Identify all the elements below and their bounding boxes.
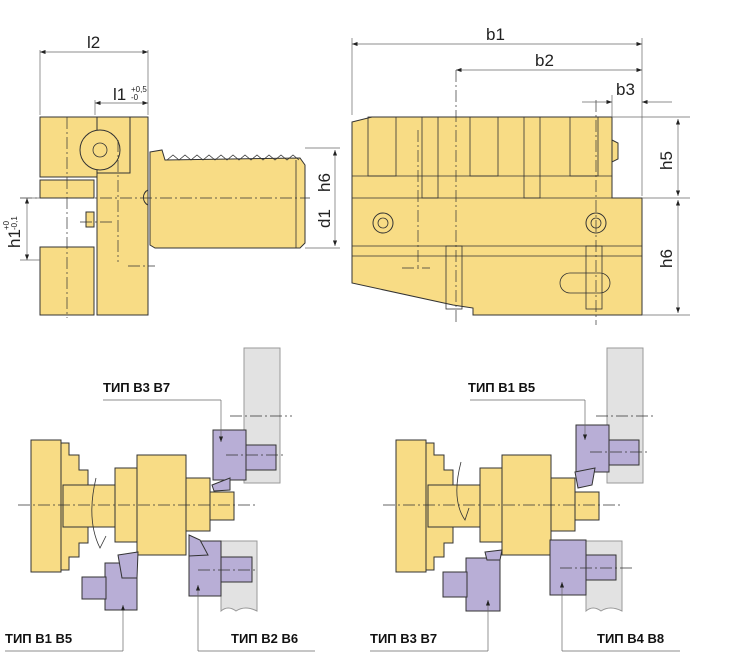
dim-l1: l1 [113, 85, 126, 104]
dim-b3: b3 [616, 80, 635, 99]
side-view: l2 l1 +0,5 -0 h1 +0 -0,1 h6 d1 [2, 33, 340, 318]
label-bottom-left: ТИП B3 B7 [370, 631, 437, 646]
dim-l2: l2 [87, 33, 100, 52]
label-top: ТИП B3 B7 [103, 380, 170, 395]
h1-tol-upper: +0 [2, 220, 11, 230]
l1-tol-upper: +0,5 [131, 85, 147, 94]
dim-b2: b2 [535, 51, 554, 70]
shank [149, 149, 306, 249]
dim-h5: h5 [657, 151, 676, 170]
front-view: b1 b2 b3 h5 h6 [351, 25, 690, 325]
setup-left: ТИП B3 B7 ТИП B1 B5 ТИП B2 B6 [5, 347, 315, 652]
label-top: ТИП B1 B5 [468, 380, 535, 395]
label-bottom-right: ТИП B4 B8 [597, 631, 664, 646]
label-bottom-left: ТИП B1 B5 [5, 631, 72, 646]
setup-right: ТИП B1 B5 ТИП B3 B7 ТИП B4 B8 [370, 347, 680, 652]
dim-h1: h1 [5, 229, 24, 248]
dim-h6-front: h6 [657, 249, 676, 268]
dim-d1: d1 [315, 209, 334, 228]
dim-b1: b1 [486, 25, 505, 44]
label-bottom-right: ТИП B2 B6 [231, 631, 298, 646]
screw-head [79, 129, 121, 171]
dim-h6: h6 [315, 173, 334, 192]
h1-tol-lower: -0,1 [10, 216, 19, 230]
l1-tol-lower: -0 [131, 93, 139, 102]
